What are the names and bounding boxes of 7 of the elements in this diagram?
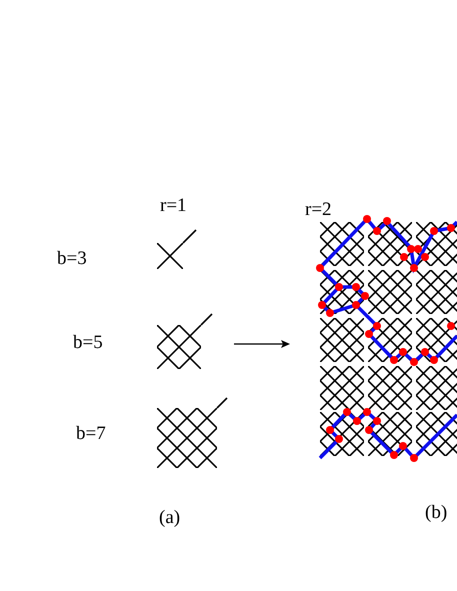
parameter-label: b=5 [73, 333, 103, 352]
parameter-label: b=7 [76, 424, 106, 443]
panel-label: (a) [159, 508, 180, 527]
parameter-label: r=2 [305, 200, 332, 219]
parameter-label: b=3 [57, 249, 87, 268]
parameter-label: r=1 [160, 196, 187, 215]
panel-label: (b) [425, 503, 448, 522]
